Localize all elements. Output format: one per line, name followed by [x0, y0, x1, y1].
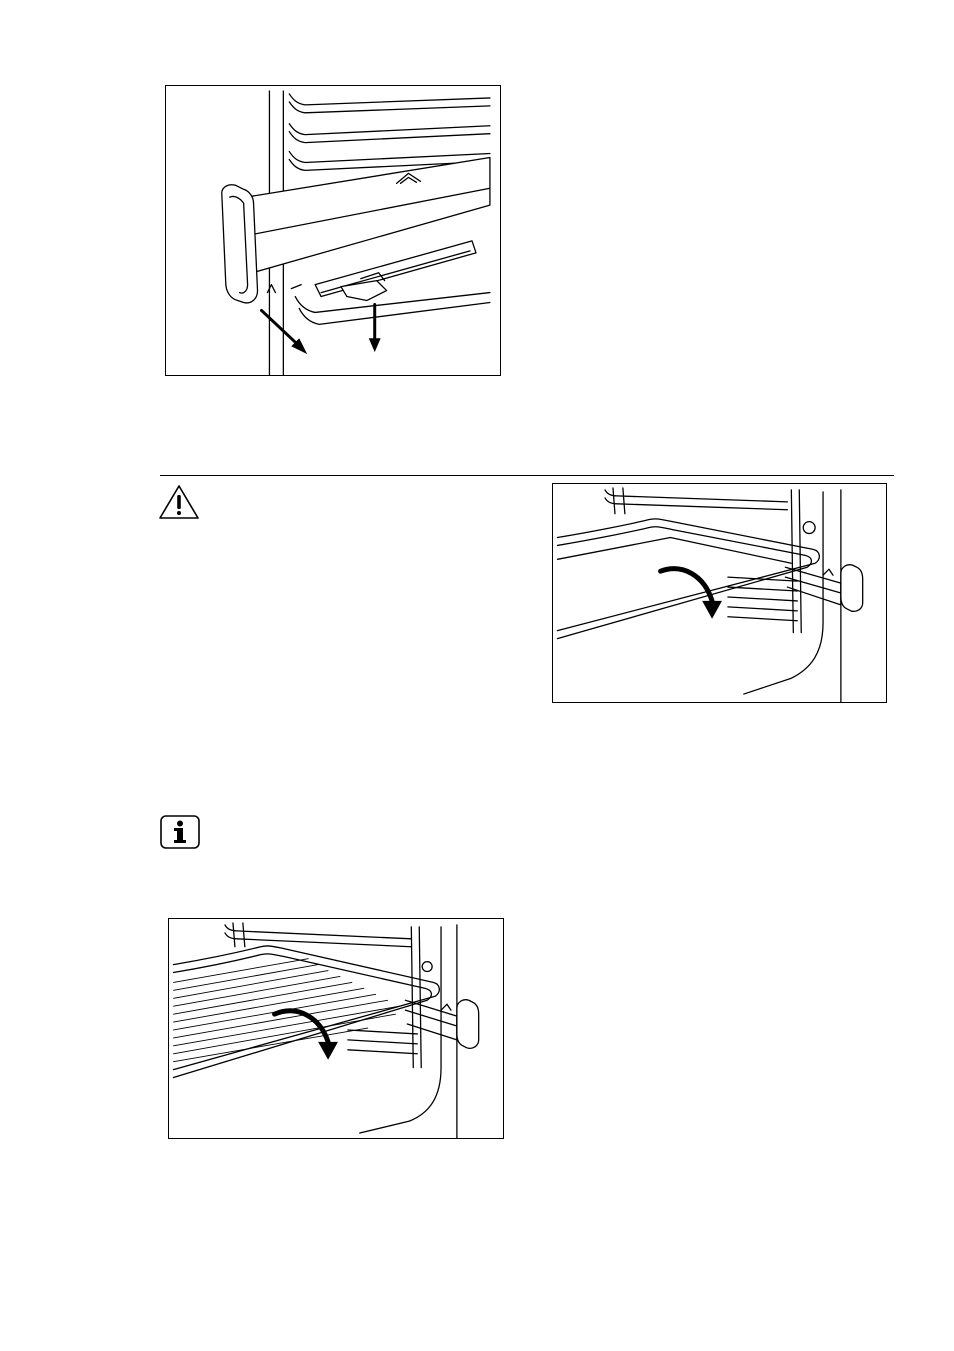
figure-baking-tray-insertion [552, 483, 887, 703]
oven-baking-tray-illustration [553, 484, 886, 702]
oven-wire-shelf-illustration [169, 919, 503, 1138]
figure-wire-shelf-insertion [168, 918, 504, 1139]
section-divider [160, 475, 894, 476]
oven-telescopic-runner-illustration [166, 86, 500, 375]
figure-telescopic-runner-removal [165, 85, 501, 376]
information-icon [160, 815, 200, 849]
warning-triangle-icon [158, 484, 200, 520]
